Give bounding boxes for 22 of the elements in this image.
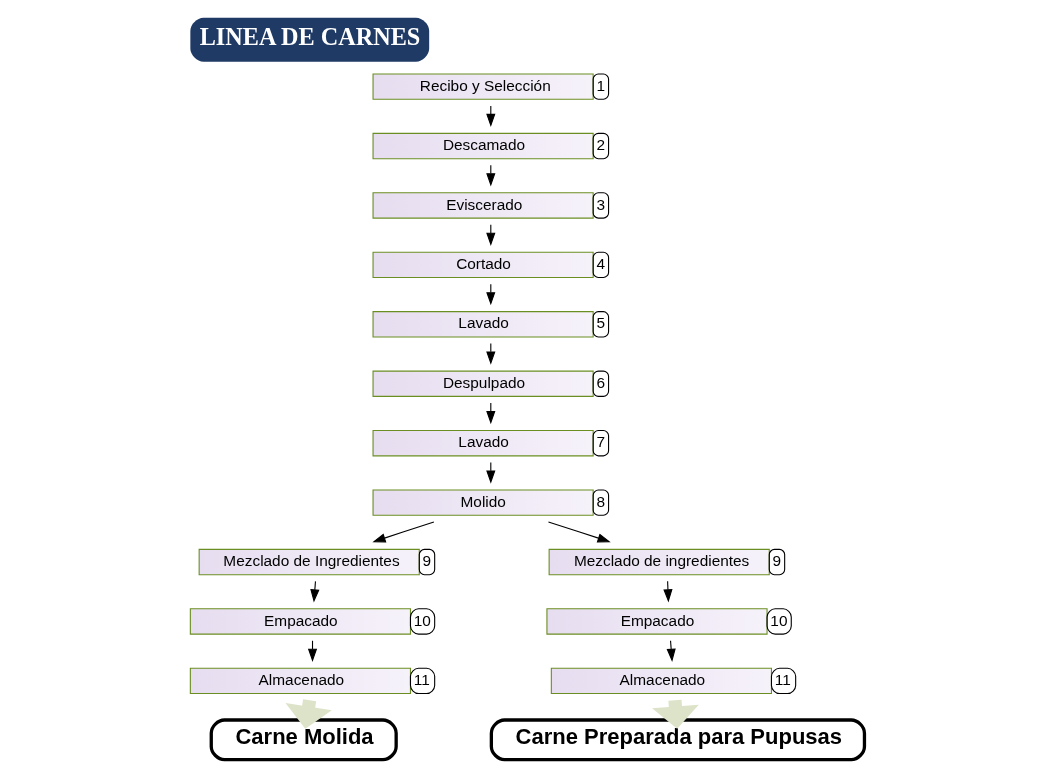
node-label: 9: [772, 551, 781, 569]
node-label: 5: [595, 313, 605, 331]
node-label: 4: [595, 254, 605, 272]
node-label: 6: [595, 373, 605, 391]
node-label: 11: [413, 670, 430, 688]
node-label: 3: [595, 195, 605, 213]
node-box: Carne Preparada para Pupusas: [489, 717, 866, 761]
arrow: [547, 520, 611, 542]
node-label: 7: [595, 432, 605, 450]
arrow: [666, 639, 676, 662]
node-label: 10: [413, 611, 431, 629]
node-label: 9: [422, 551, 431, 569]
node-label: 11: [774, 670, 791, 688]
arrow: [371, 520, 434, 542]
arrow: [309, 580, 319, 602]
node-label: 8: [595, 492, 605, 510]
node-box: Carne Molida: [209, 717, 398, 761]
node-label: 10: [769, 611, 787, 629]
diagram-title: LINEA DE CARNES: [199, 22, 420, 50]
arrow: [662, 580, 673, 602]
node-label: 2: [595, 135, 605, 153]
node-label: 1: [595, 76, 605, 94]
